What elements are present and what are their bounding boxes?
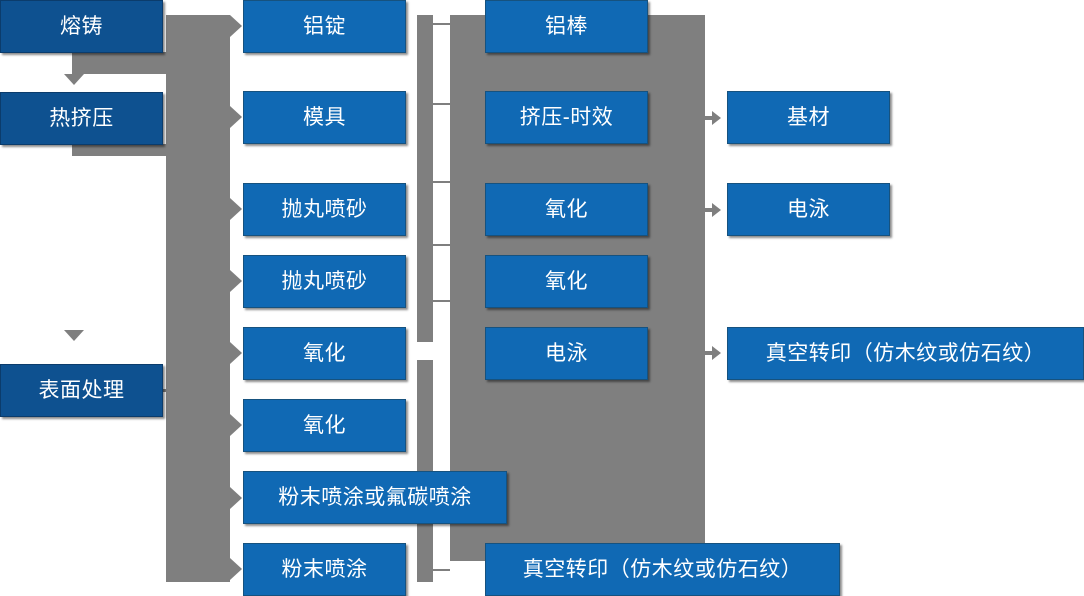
process-box-vacuum-transfer[interactable]: 真空转印（仿木纹或仿石纹） (485, 543, 840, 596)
process-label-electrophoresis: 电泳 (545, 342, 588, 365)
tie-line-4 (433, 300, 450, 302)
output-label-base-material: 基材 (787, 106, 830, 129)
tie-line-2 (433, 181, 450, 183)
material-label-powder-or-pvdf: 粉末喷涂或氟碳喷涂 (278, 486, 472, 509)
arrow-to-mat-2 (230, 198, 242, 220)
arrow-shaft-out-0 (705, 116, 715, 120)
arrow-to-mat-1 (230, 106, 242, 128)
arrow-to-mat-4 (230, 342, 242, 364)
stage-box-melt-cast[interactable]: 熔铸 (0, 0, 163, 53)
process-box-aluminum-bar[interactable]: 铝棒 (485, 0, 648, 53)
arrow-to-mat-0 (230, 15, 242, 37)
output-box-base-material[interactable]: 基材 (727, 91, 890, 144)
arrow-to-mat-3 (230, 270, 242, 292)
process-box-oxidation-1[interactable]: 氧化 (485, 183, 648, 236)
connector-surface-treat-line (163, 389, 183, 392)
stage-label-melt-cast: 熔铸 (60, 15, 103, 38)
process-label-aluminum-bar: 铝棒 (545, 15, 588, 38)
stage-box-surface-treatment[interactable]: 表面处理 (0, 364, 163, 417)
process-box-extrusion-aging[interactable]: 挤压-时效 (485, 91, 648, 144)
material-box-powder-coating[interactable]: 粉末喷涂 (243, 543, 406, 596)
connector-mid-bar-upper (417, 15, 433, 342)
arrow-head-out-0 (712, 111, 721, 125)
material-label-shot-blasting-2: 抛丸喷砂 (281, 270, 368, 293)
connector-extrusion-down-stub (72, 144, 168, 156)
material-box-oxidation-1[interactable]: 氧化 (243, 327, 406, 380)
arrow-to-mat-5 (230, 414, 242, 436)
material-label-oxidation-2: 氧化 (303, 414, 346, 437)
tie-line-0 (433, 23, 450, 25)
process-label-extrusion-aging: 挤压-时效 (519, 106, 614, 129)
stage-label-hot-extrusion: 热挤压 (49, 107, 114, 130)
arrow-head-out-1 (712, 203, 721, 217)
arrow-shaft-out-2 (705, 351, 715, 355)
stage-box-hot-extrusion[interactable]: 热挤压 (0, 92, 163, 145)
material-label-shot-blasting-1: 抛丸喷砂 (281, 198, 368, 221)
output-box-vacuum-transfer[interactable]: 真空转印（仿木纹或仿石纹） (727, 327, 1084, 380)
process-label-oxidation-1: 氧化 (545, 198, 588, 221)
tie-line-1 (433, 103, 450, 105)
arrow-to-mat-6 (230, 487, 242, 509)
tie-line-3 (433, 244, 450, 246)
output-box-electrophoresis[interactable]: 电泳 (727, 183, 890, 236)
process-label-vacuum-transfer: 真空转印（仿木纹或仿石纹） (522, 558, 803, 581)
connector-extrusion-down-arrow (64, 330, 84, 341)
material-box-oxidation-2[interactable]: 氧化 (243, 399, 406, 452)
connector-melt-to-extrusion-stub (72, 52, 168, 74)
connector-melt-to-extrusion-arrow (64, 74, 84, 85)
material-label-oxidation-1: 氧化 (303, 342, 346, 365)
material-box-die[interactable]: 模具 (243, 91, 406, 144)
material-box-powder-or-pvdf[interactable]: 粉末喷涂或氟碳喷涂 (243, 471, 507, 524)
tie-line-5 (433, 569, 450, 571)
process-box-oxidation-2[interactable]: 氧化 (485, 255, 648, 308)
output-label-electrophoresis: 电泳 (787, 198, 830, 221)
arrow-head-out-2 (712, 346, 721, 360)
material-box-shot-blasting-2[interactable]: 抛丸喷砂 (243, 255, 406, 308)
output-label-vacuum-transfer: 真空转印（仿木纹或仿石纹） (765, 342, 1046, 365)
material-label-powder-coating: 粉末喷涂 (281, 558, 368, 581)
material-box-aluminum-ingot[interactable]: 铝锭 (243, 0, 406, 53)
material-label-die: 模具 (303, 106, 346, 129)
arrow-to-mat-7 (230, 558, 242, 580)
stage-label-surface-treatment: 表面处理 (38, 379, 125, 402)
connector-left-trunk (166, 15, 230, 582)
arrow-shaft-out-1 (705, 208, 715, 212)
material-label-aluminum-ingot: 铝锭 (303, 15, 346, 38)
process-label-oxidation-2: 氧化 (545, 270, 588, 293)
process-box-electrophoresis[interactable]: 电泳 (485, 327, 648, 380)
material-box-shot-blasting-1[interactable]: 抛丸喷砂 (243, 183, 406, 236)
